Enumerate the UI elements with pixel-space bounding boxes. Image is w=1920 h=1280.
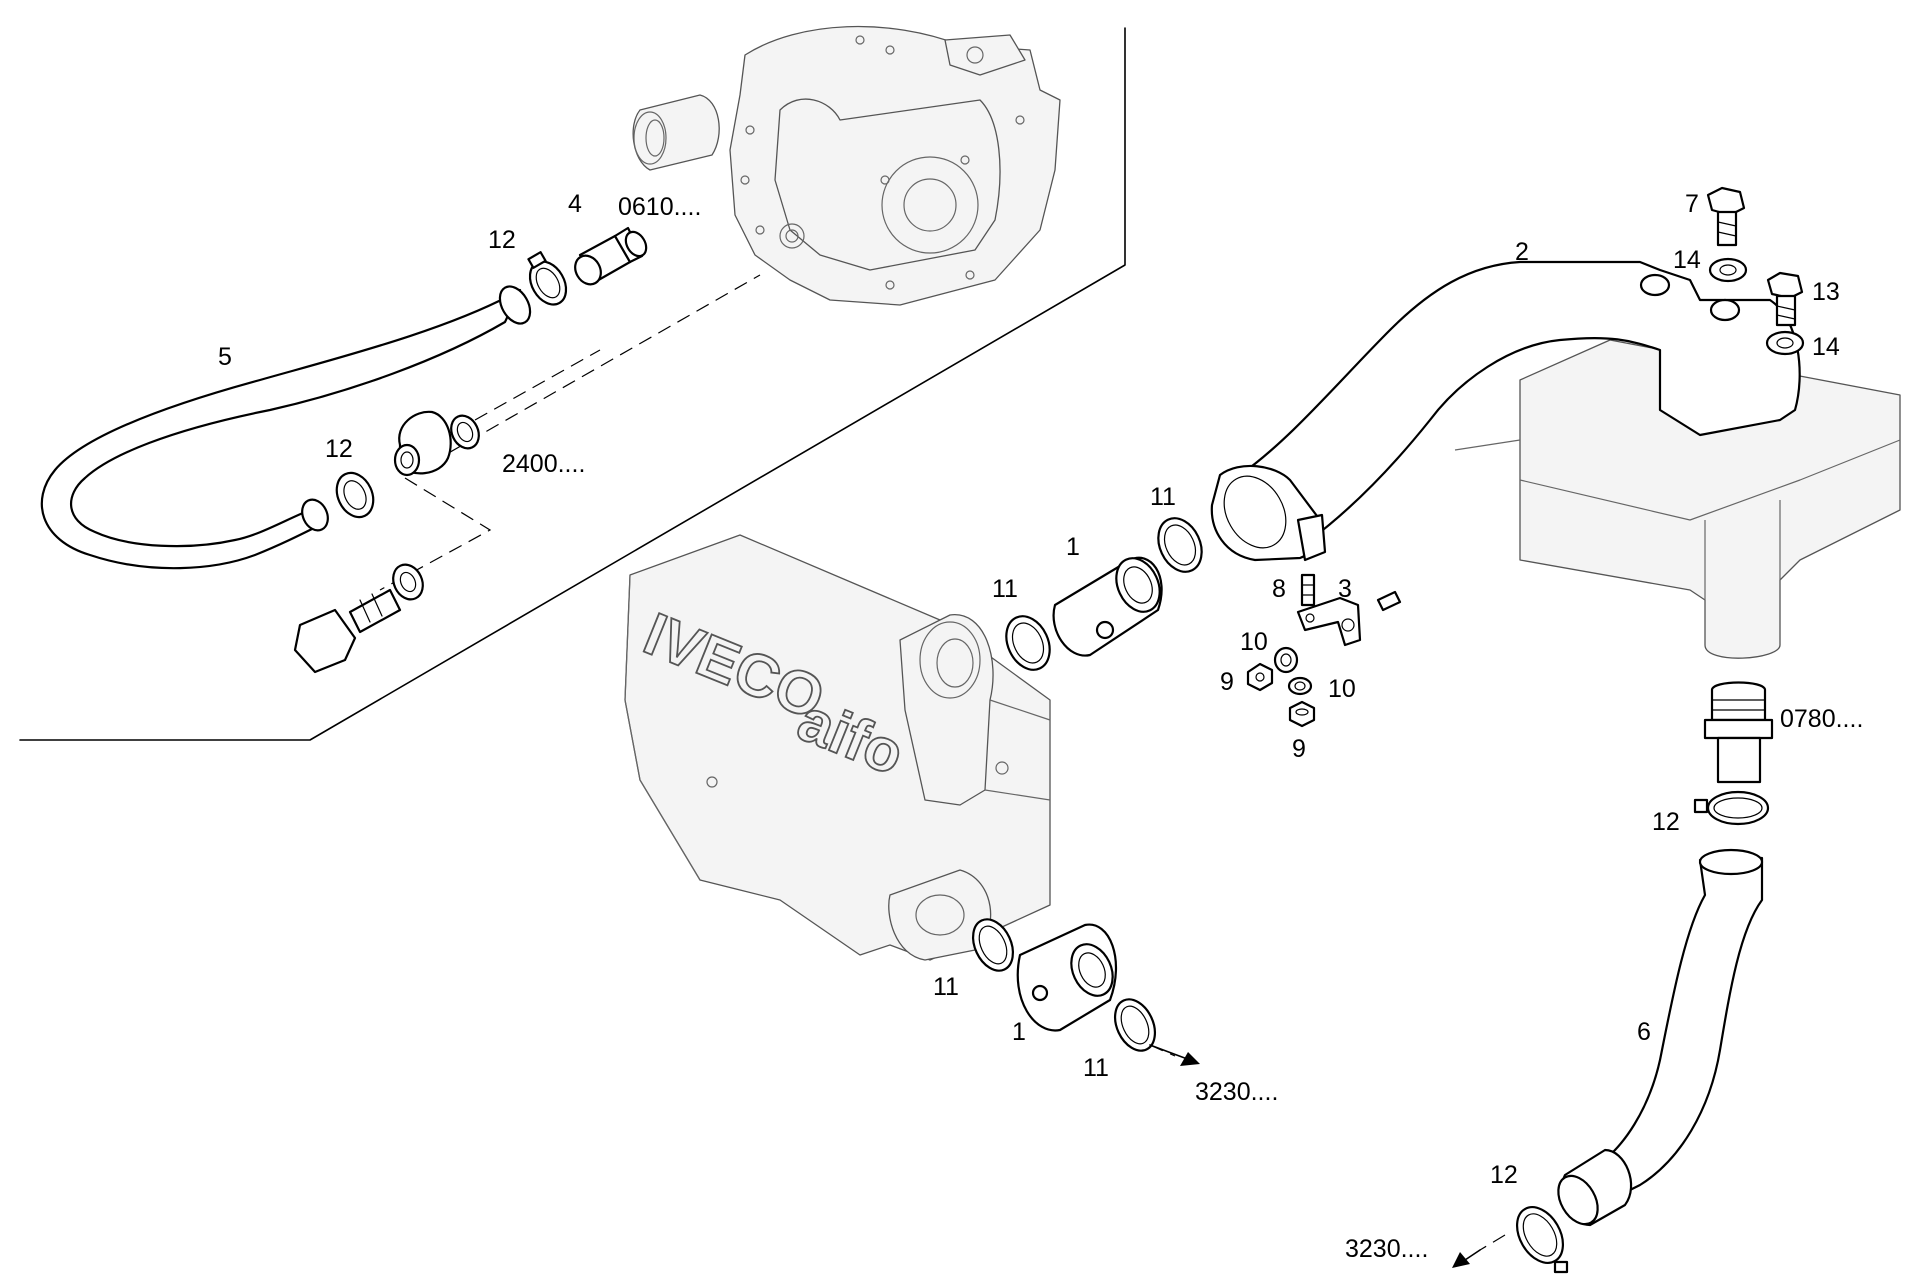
label-ref-3230-a: 3230.... (1195, 1078, 1278, 1106)
label-part-12-right: 12 (1652, 808, 1680, 836)
arrow-icon (1452, 1249, 1481, 1268)
callout-labels: 5 12 4 0610.... 12 2400.... 2 7 14 13 14… (218, 190, 1863, 1263)
label-part-11-d: 11 (1083, 1054, 1109, 1082)
label-ref-3230-b: 3230.... (1345, 1235, 1428, 1263)
label-ref-0610: 0610.... (618, 193, 701, 221)
washer-part-10-b (1287, 676, 1313, 696)
label-ref-2400: 2400.... (502, 450, 585, 478)
label-part-11-a: 11 (1150, 483, 1176, 511)
seal-part-11-c (971, 918, 1015, 972)
seal-part-11-d (1113, 998, 1157, 1052)
label-part-5: 5 (218, 343, 232, 371)
label-part-2: 2 (1515, 238, 1529, 266)
hose-part-6 (1557, 848, 1764, 1227)
label-part-1-b: 1 (1012, 1018, 1026, 1046)
stud-part-8 (1300, 573, 1316, 607)
clamp-part-12-top (527, 251, 568, 306)
bolt-part-7 (1706, 186, 1746, 247)
turbocharger-housing (632, 25, 1061, 306)
label-part-12-mid: 12 (325, 435, 353, 463)
label-part-6: 6 (1637, 1018, 1651, 1046)
pipe-part-2 (1210, 260, 1801, 562)
label-part-9-a: 9 (1220, 668, 1234, 696)
label-part-11-b: 11 (992, 575, 1018, 603)
nut-part-9-a (1246, 662, 1274, 692)
label-part-7: 7 (1685, 190, 1699, 218)
label-part-13: 13 (1812, 278, 1840, 306)
bolt-part-13 (1766, 271, 1804, 327)
washer-part-14-top (1708, 257, 1748, 283)
label-part-11-c: 11 (933, 973, 959, 1001)
connector-part-1-upper (1052, 556, 1163, 657)
label-ref-0780: 0780.... (1780, 705, 1863, 733)
arrow-icon (1149, 1044, 1200, 1066)
label-part-14-top: 14 (1673, 246, 1701, 274)
bracket-part-3 (1296, 590, 1402, 647)
connector-part-1-lower (1016, 923, 1118, 1032)
exhaust-manifold (1454, 339, 1901, 659)
label-part-14-bot: 14 (1812, 333, 1840, 361)
fitting-part-4 (574, 226, 648, 286)
banjo-fitting (293, 410, 480, 674)
engine-block: IVECO aifo (624, 534, 1051, 961)
fitting-0780 (1703, 681, 1774, 784)
washer-part-14-bot (1765, 330, 1805, 356)
inset-panel-border (19, 27, 1126, 741)
washer-part-10-a (1273, 646, 1299, 674)
label-part-8: 8 (1272, 575, 1286, 603)
label-part-10-b: 10 (1328, 675, 1356, 703)
clamp-part-12-mid (335, 471, 375, 519)
clamp-part-12-bottom (1515, 1206, 1569, 1274)
label-part-3: 3 (1338, 575, 1352, 603)
label-part-12-bottom: 12 (1490, 1161, 1518, 1189)
label-part-12-top: 12 (488, 226, 516, 254)
seal-part-11-a (1157, 517, 1203, 573)
seal-part-11-b (1005, 615, 1051, 671)
label-part-9-b: 9 (1292, 735, 1306, 763)
hose-part-5 (40, 285, 532, 570)
nut-part-9-b (1288, 700, 1316, 728)
clamp-part-12-right (1693, 790, 1770, 826)
label-part-10-a: 10 (1240, 628, 1268, 656)
label-part-1-a: 1 (1066, 533, 1080, 561)
label-part-4: 4 (568, 190, 582, 218)
